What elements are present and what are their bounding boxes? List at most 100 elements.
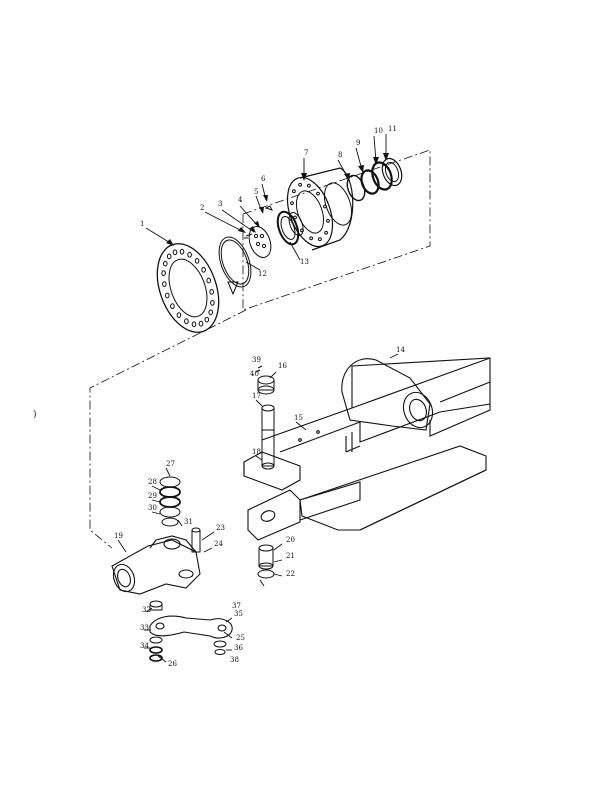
bolt-hole <box>201 266 206 273</box>
carrier-plate <box>248 226 272 258</box>
item-number-label: 12 <box>258 270 267 278</box>
knuckle-yoke <box>247 489 301 541</box>
item-number-label: 28 <box>148 478 157 486</box>
item-number-label: 7 <box>304 149 308 157</box>
item-number-label: 33 <box>140 624 149 632</box>
hub-bolt-hole <box>324 230 329 235</box>
item-number-label: 13 <box>300 258 309 266</box>
bolt-hole <box>179 248 185 255</box>
bolt-hole <box>204 316 210 323</box>
upper-screw <box>264 205 273 211</box>
base-plate <box>299 445 487 531</box>
bolt-hole <box>184 318 189 325</box>
item-number-label: 22 <box>286 570 295 578</box>
item-number-label: 3 <box>218 200 222 208</box>
upper-leader-arrowheads <box>166 153 389 246</box>
hub-bolt-hole <box>298 182 303 187</box>
item-number-label: 23 <box>216 524 225 532</box>
item-number-label: 17 <box>252 392 261 400</box>
bolt-hole <box>206 277 211 284</box>
bolt-hole <box>198 320 204 327</box>
bolt-hole <box>161 270 166 277</box>
item-number-label: 21 <box>286 552 295 560</box>
item-number-label: 20 <box>286 536 295 544</box>
item-number-label: 10 <box>374 127 383 135</box>
bolt-hole <box>165 292 170 299</box>
hub-bolt-hole <box>326 219 330 223</box>
item-number-label: 16 <box>278 362 287 370</box>
bolt-hole <box>209 289 214 295</box>
item-number-label: 1 <box>140 220 144 228</box>
kingpin-upper <box>255 365 275 470</box>
steering-knuckle <box>111 535 201 595</box>
item-number-label: 9 <box>356 139 360 147</box>
bolt-hole <box>191 321 197 328</box>
hub-bolt-hole <box>309 236 314 241</box>
item-number-label: 2 <box>200 204 204 212</box>
item-number-label: 37 <box>232 602 241 610</box>
item-number-label: 34 <box>140 642 149 650</box>
item-number-label: 5 <box>254 188 258 196</box>
bearing-rings <box>346 157 403 202</box>
bolt-hole <box>187 251 192 258</box>
beam-arm <box>299 481 361 521</box>
bolt-hole <box>162 281 167 288</box>
item-number-label: 18 <box>252 448 261 456</box>
item-number-label: 35 <box>234 610 243 618</box>
lower-leader-lines <box>117 353 399 663</box>
knuckle-pin <box>191 527 201 553</box>
bolt-hole <box>163 260 168 267</box>
hub-bolt-hole <box>290 201 294 206</box>
bolt-hole <box>176 312 182 319</box>
item-number-label: 29 <box>148 492 157 500</box>
hub-bolt-hole <box>293 215 297 220</box>
tie-rod-lower-bushings <box>149 636 227 662</box>
item-number-label: 26 <box>168 660 177 668</box>
hub-bolt-hole <box>318 237 322 242</box>
item-number-label: 24 <box>214 540 223 548</box>
tie-rod-arm <box>149 615 233 639</box>
item-number-label: 19 <box>114 532 123 540</box>
item-number-label: 15 <box>294 414 303 422</box>
item-number-label: 36 <box>234 644 243 652</box>
cap-screw <box>244 233 253 239</box>
hub-bolt-hole <box>316 191 320 196</box>
item-number-label: 8 <box>338 151 342 159</box>
item-number-label: 31 <box>184 518 193 526</box>
hub-bolt-hole <box>292 189 296 194</box>
item-number-label: 11 <box>388 125 397 133</box>
tie-rod-upper-bushing <box>149 600 163 611</box>
left-margin-mark: ) <box>33 410 37 420</box>
hub-bolt-hole <box>300 228 304 233</box>
bolt-hole <box>172 249 178 256</box>
knuckle-washer-stack <box>159 476 181 527</box>
bolt-hole <box>170 303 175 310</box>
kingpin-lower <box>257 544 275 587</box>
upper-hub-assembly <box>145 134 431 333</box>
large-bolt-ring <box>156 243 220 333</box>
item-number-label: 27 <box>166 460 175 468</box>
bolt-hole <box>194 258 200 264</box>
item-number-label: 30 <box>148 504 157 512</box>
item-number-label: 14 <box>396 346 405 354</box>
hub-housing <box>286 167 354 251</box>
item-number-label: 39 <box>252 356 261 364</box>
item-number-label: 40 <box>250 370 259 378</box>
item-number-label: 4 <box>238 196 243 204</box>
item-number-label: 38 <box>230 656 239 664</box>
item-number-label: 32 <box>142 606 151 614</box>
item-number-label: 6 <box>261 175 266 183</box>
pivot-boss <box>341 358 434 431</box>
hub-bolt-hole <box>323 204 327 209</box>
item-number-label: 25 <box>236 634 245 642</box>
knuckle-mount <box>243 451 301 491</box>
small-pin <box>227 281 239 296</box>
bolt-hole <box>166 253 172 260</box>
axle-frame <box>243 357 491 541</box>
connecting-dash-line <box>89 309 247 549</box>
bolt-hole <box>208 309 213 316</box>
gasket-ring <box>218 236 252 288</box>
